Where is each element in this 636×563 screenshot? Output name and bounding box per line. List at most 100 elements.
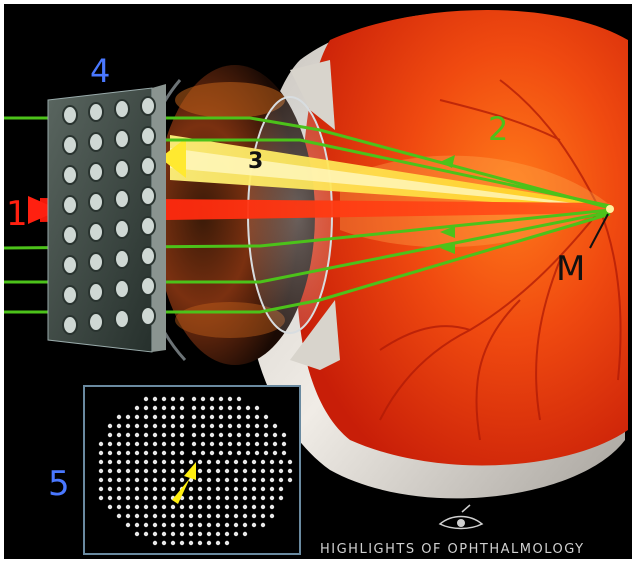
wavefront-spot <box>255 433 259 437</box>
wavefront-spot <box>201 424 205 428</box>
wavefront-spot <box>171 442 175 446</box>
wavefront-spot <box>189 460 193 464</box>
wavefront-spot <box>192 442 196 446</box>
wavefront-spot <box>171 541 175 545</box>
label-1: 1 <box>6 194 28 234</box>
wavefront-spot <box>243 496 247 500</box>
wavefront-spot <box>234 478 238 482</box>
wavefront-spot <box>270 505 274 509</box>
wavefront-spot <box>225 478 229 482</box>
wavefront-spot <box>117 424 121 428</box>
wavefront-spot <box>198 478 202 482</box>
wavefront-spot <box>153 397 157 401</box>
wavefront-spot <box>225 496 229 500</box>
wavefront-spot <box>144 532 148 536</box>
wavefront-spot <box>243 514 247 518</box>
wavefront-spot <box>255 406 259 410</box>
wavefront-spot <box>273 433 277 437</box>
wavefront-spot <box>144 424 148 428</box>
wavefront-spot <box>219 397 223 401</box>
wavefront-spot <box>144 505 148 509</box>
wavefront-spot <box>99 451 103 455</box>
wavefront-spot <box>279 487 283 491</box>
wavefront-spot <box>252 523 256 527</box>
wavefront-spot <box>246 442 250 446</box>
wavefront-spot <box>207 460 211 464</box>
wavefront-spot <box>153 469 157 473</box>
wavefront-spot <box>198 514 202 518</box>
wavefront-spot <box>219 433 223 437</box>
wavefront-spot <box>189 505 193 509</box>
wavefront-spot <box>228 433 232 437</box>
wavefront-spot <box>252 460 256 464</box>
wavefront-spot <box>180 469 184 473</box>
wavefront-spot <box>153 460 157 464</box>
wavefront-spot <box>255 442 259 446</box>
wavefront-spot <box>210 442 214 446</box>
wavefront-spot <box>279 460 283 464</box>
wavefront-spot <box>153 406 157 410</box>
wavefront-spot <box>198 523 202 527</box>
wavefront-spot <box>180 514 184 518</box>
lenslet <box>89 133 103 151</box>
wavefront-spot <box>180 406 184 410</box>
wavefront-spot <box>270 469 274 473</box>
wavefront-spot <box>153 424 157 428</box>
wavefront-spot <box>153 415 157 419</box>
wavefront-spot <box>264 451 268 455</box>
wavefront-spot <box>225 514 229 518</box>
wavefront-spot <box>273 442 277 446</box>
wavefront-spot <box>108 478 112 482</box>
wavefront-spot <box>210 397 214 401</box>
wavefront-spot <box>144 487 148 491</box>
wavefront-spot <box>108 442 112 446</box>
wavefront-spot <box>228 397 232 401</box>
wavefront-spot <box>99 496 103 500</box>
wavefront-spot <box>216 541 220 545</box>
wavefront-spot <box>99 460 103 464</box>
wavefront-spot <box>171 406 175 410</box>
wavefront-spot <box>207 478 211 482</box>
wavefront-spot <box>201 451 205 455</box>
wavefront-spot <box>126 460 130 464</box>
wavefront-spot <box>243 487 247 491</box>
wavefront-spot <box>153 532 157 536</box>
wavefront-spot <box>171 478 175 482</box>
wavefront-spot <box>282 442 286 446</box>
wavefront-spot <box>171 532 175 536</box>
wavefront-spot <box>288 469 292 473</box>
wavefront-spot <box>225 541 229 545</box>
wavefront-spot <box>180 541 184 545</box>
wavefront-spot <box>180 460 184 464</box>
wavefront-spot <box>198 460 202 464</box>
wavefront-spot <box>162 541 166 545</box>
wavefront-spot <box>162 424 166 428</box>
wavefront-spot <box>252 496 256 500</box>
wavefront-spot <box>117 442 121 446</box>
wavefront-spot <box>192 406 196 410</box>
wavefront-spot <box>207 496 211 500</box>
wavefront-spot <box>153 505 157 509</box>
wavefront-spot <box>126 442 130 446</box>
wavefront-spot <box>153 451 157 455</box>
wavefront-spot <box>219 424 223 428</box>
wavefront-spot <box>216 487 220 491</box>
wavefront-spot <box>144 433 148 437</box>
wavefront-spot <box>198 469 202 473</box>
wavefront-spot <box>189 523 193 527</box>
wavefront-spot <box>180 505 184 509</box>
wavefront-spot <box>135 496 139 500</box>
wavefront-spot <box>126 451 130 455</box>
wavefront-spot <box>144 397 148 401</box>
wavefront-spot <box>243 532 247 536</box>
wavefront-spot <box>117 460 121 464</box>
wavefront-spot <box>273 451 277 455</box>
wavefront-spot <box>126 433 130 437</box>
wavefront-spot <box>117 469 121 473</box>
wavefront-spot <box>243 460 247 464</box>
wavefront-spot <box>246 415 250 419</box>
wavefront-spot <box>171 397 175 401</box>
wavefront-spot <box>135 487 139 491</box>
credit-text: Highlights of Ophthalmology <box>320 542 585 557</box>
